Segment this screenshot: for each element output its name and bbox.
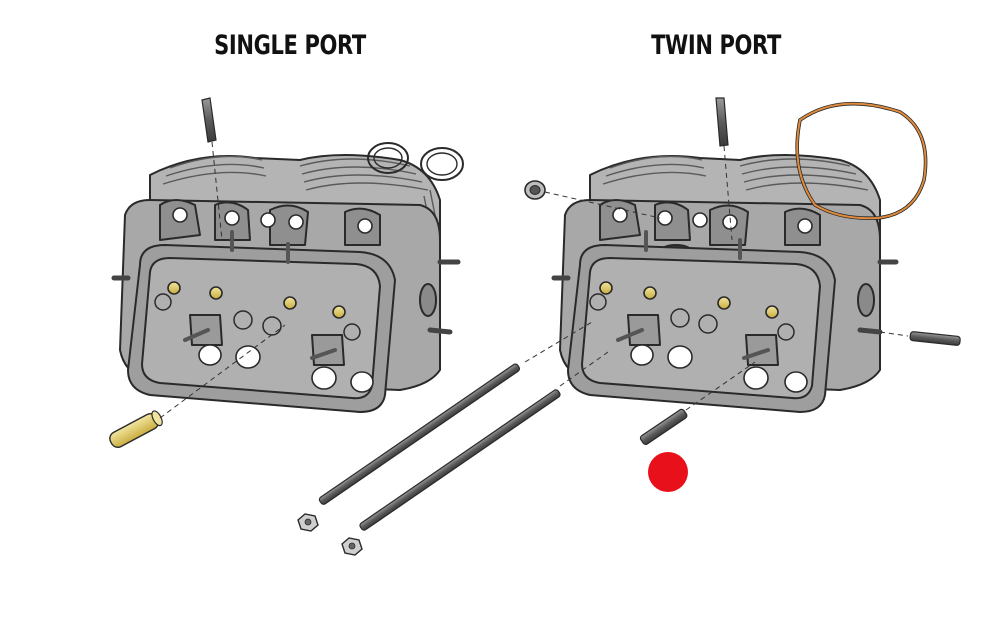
twin-port-head: [551, 154, 899, 413]
push-rods: [297, 321, 609, 556]
red-dot-marker: [648, 452, 688, 492]
single-port-title: SINGLE PORT: [214, 30, 366, 61]
twin-port-title: TWIN PORT: [651, 30, 781, 61]
twin-port-parts: [524, 97, 961, 446]
single-port-parts: [109, 97, 464, 448]
single-port-head: [111, 154, 461, 413]
